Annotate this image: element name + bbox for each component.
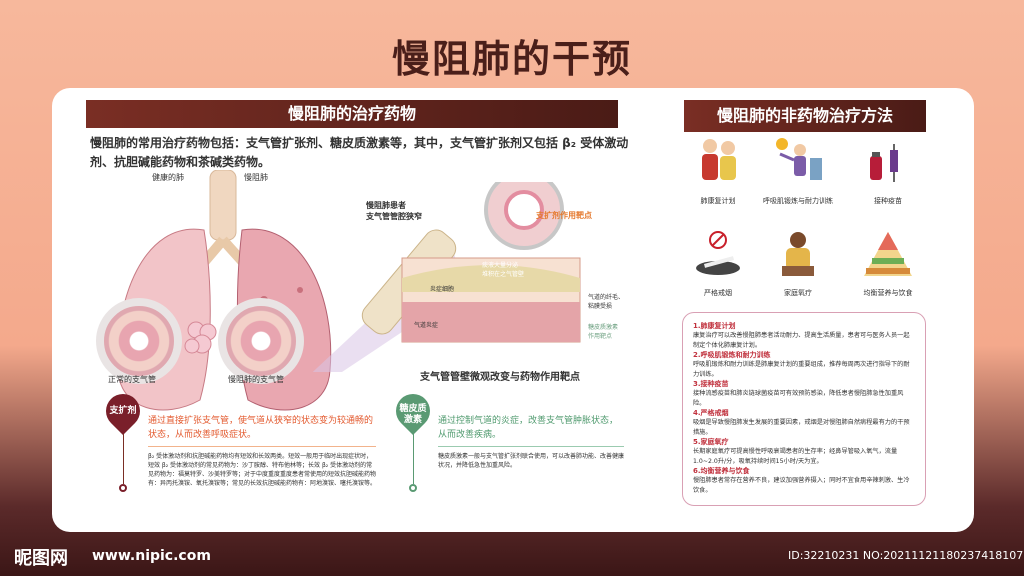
left-section-header: 慢阻肺的治疗药物 <box>86 100 618 128</box>
healthy-lung-label: 健康的肺 <box>152 173 184 182</box>
copd-lung-label: 慢阻肺 <box>244 173 268 182</box>
tip-5: 5.家庭氧疗长期家庭氧疗可提高慢性呼吸衰竭患者的生存率；经鼻导管吸入氧气，流量1… <box>693 438 898 465</box>
alveoli-icon <box>184 321 217 354</box>
dilator-title: 通过直接扩张支气管，使气道从狭窄的状态变为较通畅的状态，从而改善呼吸症状。 <box>148 416 374 440</box>
steroid-body: 糖皮质激素一般与支气管扩张剂联合使用，可以改善肺功能、改善健康状况，并降低急性加… <box>438 453 625 469</box>
exercise-icon <box>776 138 822 180</box>
content-panel: 慢阻肺的治疗药物 慢阻肺的常用治疗药物包括：支气管扩张剂、糖皮质激素等，其中，支… <box>52 88 974 532</box>
normal-bronchi-zoom <box>96 298 182 384</box>
tip-6: 6.均衡营养与饮食慢阻肺患者常存在营养不良，建议加强营养摄入；同时不宜食用辛辣刺… <box>693 467 910 494</box>
page-title: 慢阻肺的干预 <box>391 37 632 81</box>
intro-text: 慢阻肺的常用治疗药物包括：支气管扩张剂、糖皮质激素等，其中，支气管扩张剂又包括 … <box>90 136 629 169</box>
icon-exercise: 呼吸肌锻炼与耐力训练 <box>758 136 838 206</box>
watermark-id: ID:32210231 NO:20211121180237418107 <box>788 549 1024 562</box>
no-smoking-icon <box>696 231 740 275</box>
watermark-logo: 昵图网 <box>14 548 68 569</box>
dilator-target-label: 支扩剂作用靶点 <box>536 211 592 220</box>
tips-box: 1.肺康复计划康复治疗可以改善慢阻肺患者活动耐力、提高生活质量，患者可与医务人员… <box>682 312 926 506</box>
food-pyramid-icon <box>864 232 912 276</box>
tip-4: 4.严格戒烟吸烟是导致慢阻肺发生发展的重要因素，戒烟是对慢阻肺自然病程最有力的干… <box>693 409 910 436</box>
mucus-label: 痰液大量分泌 堆积在之气管壁 <box>482 262 525 278</box>
oxygen-icon <box>782 232 814 276</box>
steroid-target-label: 糖皮质激素 作用靶点 <box>588 324 619 340</box>
watermark-url: www.nipic.com <box>92 548 211 564</box>
family-icon <box>702 139 736 180</box>
bronchi-caption: 支气管管壁微观改变与药物作用靶点 <box>420 372 580 383</box>
icon-nutrition: 均衡营养与饮食 <box>848 228 928 298</box>
icon-rehab: 肺康复计划 <box>678 136 758 206</box>
right-section-header: 慢阻肺的非药物治疗方法 <box>684 100 926 132</box>
dilator-name: 支扩剂 <box>109 406 137 416</box>
steroid-name: 糖皮质激素 <box>399 404 427 425</box>
patient-narrow-label: 慢阻肺患者 支气管管腔狭窄 <box>366 201 422 221</box>
copd-bronchi-label: 慢阻肺的支气管 <box>228 375 284 384</box>
tip-2: 2.呼吸肌锻炼和耐力训练呼吸肌锻炼和耐力训练是肺康复计划的重要组成，推荐每周两次… <box>693 351 910 378</box>
icon-no-smoking: 严格戒烟 <box>678 228 758 298</box>
bronchi-cross-section-icon <box>312 182 581 372</box>
steroid-title: 通过控制气道的炎症，改善支气管肿胀状态，从而改善疾病。 <box>438 416 619 440</box>
copd-bronchi-zoom <box>218 298 304 384</box>
tip-3: 3.接种疫苗接种流感疫苗和肺炎链球菌疫苗可有效预防感染，降低患者慢阻肺急性加重风… <box>693 380 904 407</box>
vaccine-icon <box>870 144 898 182</box>
airway-fibrosis-label: 气道的纤毛、 粘膜受损 <box>588 294 625 310</box>
normal-bronchi-label: 正常的支气管 <box>108 375 156 384</box>
icon-oxygen: 家庭氧疗 <box>758 228 838 298</box>
inflammation-cells-label: 炎症细胞 <box>430 286 455 293</box>
airway-inflammation-label: 气道炎症 <box>414 322 439 329</box>
icon-vaccine: 接种疫苗 <box>848 136 928 206</box>
tip-1: 1.肺康复计划康复治疗可以改善慢阻肺患者活动耐力、提高生活质量，患者可与医务人员… <box>693 322 910 349</box>
dilator-body: β₂ 受体激动剂和抗胆碱能药物均有短效和长效两类。短效一般用于临时出现症状时，短… <box>148 453 377 487</box>
